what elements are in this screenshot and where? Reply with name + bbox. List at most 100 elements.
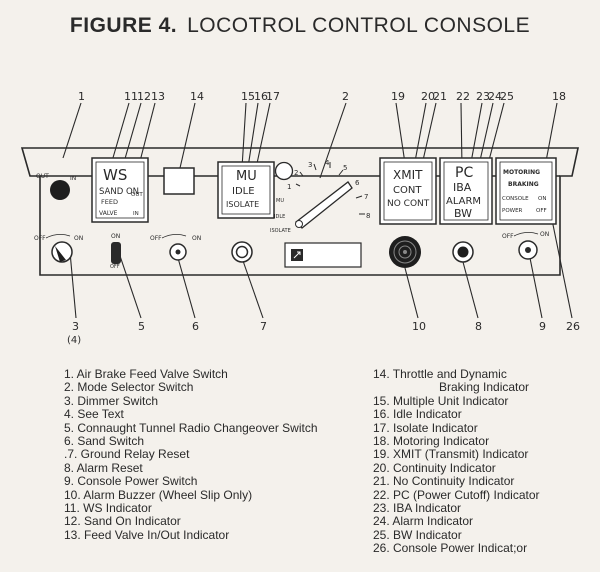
iba-indicator: IBA	[453, 181, 472, 194]
callout-15: 15	[241, 90, 255, 103]
legend-item: 6. Sand Switch	[64, 434, 145, 449]
callout-7: 7	[260, 320, 267, 333]
position-3: 3	[308, 161, 312, 169]
sand-switch[interactable]: OFF ON	[150, 234, 201, 261]
air-brake-feed-valve-switch[interactable]: OUT IN	[36, 173, 76, 200]
legend-item: 14. Throttle and Dynamic	[373, 367, 507, 381]
multiple-unit-indicator: MU	[236, 169, 257, 184]
mode-selector-switch[interactable]: 1 2 3 4 5 6 7 8 MU IDLE ISOLATE	[270, 159, 370, 234]
radio-off-label: OFF	[110, 264, 120, 270]
feed-valve-in-label: IN	[133, 211, 139, 217]
legend-left: 1. Air Brake Feed Valve Switch 2. Mode S…	[64, 367, 318, 542]
dimmer-off-label: OFF	[34, 235, 46, 242]
callout-22: 22	[456, 90, 470, 103]
pc-indicator: PC	[455, 165, 473, 181]
position-5: 5	[343, 164, 347, 172]
feed-label: FEED	[101, 198, 118, 206]
ground-relay-reset-button[interactable]	[231, 241, 253, 263]
figure-number: FIGURE 4.	[69, 14, 178, 37]
legend-item: 13. Feed Valve In/Out Indicator	[64, 527, 230, 542]
console-diagram: 1 11 12 13 14 15 16 17 2 19 20 21 22 23 …	[20, 90, 580, 346]
callout-24: 24	[488, 90, 502, 103]
power-on-label: ON	[540, 231, 549, 238]
legend-item: 10. Alarm Buzzer (Wheel Slip Only)	[64, 487, 253, 502]
legend-item: 25. BW Indicator	[373, 527, 462, 542]
isolate-indicator: ISOLATE	[226, 200, 259, 209]
selector-handle[interactable]	[295, 181, 353, 229]
legend-item: 26. Console Power Indicat;or	[373, 541, 528, 556]
no-continuity-indicator: NO CONT	[387, 199, 430, 209]
alarm-reset-button[interactable]	[452, 241, 474, 263]
callout-21: 21	[433, 90, 447, 103]
dimmer-knob[interactable]	[274, 161, 294, 181]
braking-label: BRAKING	[508, 181, 539, 188]
callout-numbers: 1 11 12 13 14 15 16 17 2 19 20 21 22 23 …	[67, 90, 580, 346]
legend-item: 4. See Text	[64, 407, 124, 422]
console-power-switch[interactable]: OFF ON	[502, 231, 549, 260]
callout-19: 19	[391, 90, 405, 103]
callout-14: 14	[190, 90, 204, 103]
mu-indicator-window: MU IDLE ISOLATE	[217, 161, 275, 219]
dimmer-switch[interactable]: OFF ON	[34, 234, 83, 263]
sand-on-label: ON	[192, 235, 201, 242]
legend-item: 24. Alarm Indicator	[373, 514, 474, 529]
legend-item: 22. PC (Power Cutoff) Indicator	[373, 487, 540, 502]
legend-item: 15. Multiple Unit Indicator	[373, 393, 509, 408]
legend-item: 1. Air Brake Feed Valve Switch	[64, 367, 228, 381]
xmit-indicator: XMIT	[393, 168, 423, 182]
alarm-buzzer	[389, 236, 421, 268]
sand-on-indicator: SAND ON	[99, 187, 139, 197]
figure-caption: LOCOTROL CONTROL CONSOLE	[187, 14, 531, 37]
legend-item: 8. Alarm Reset	[64, 460, 143, 475]
power-off-label: OFF	[502, 233, 514, 240]
callout-20: 20	[421, 90, 435, 103]
legend-item: 12. Sand On Indicator	[64, 514, 181, 529]
pc-indicator-window: PC IBA ALARM BW	[439, 157, 493, 225]
radio-changeover-switch[interactable]: ON OFF	[110, 233, 121, 270]
alarm-indicator: ALARM	[446, 196, 481, 207]
legend-item: 2. Mode Selector Switch	[64, 380, 194, 395]
callout-18: 18	[552, 90, 566, 103]
console-power-on-label: ON	[538, 196, 546, 202]
legend-item: 5. Connaught Tunnel Radio Changeover Swi…	[64, 420, 318, 435]
position-4: 4	[325, 159, 330, 167]
bw-indicator: BW	[454, 207, 472, 220]
callout-9: 9	[539, 320, 546, 333]
callout-26: 26	[566, 320, 580, 333]
callout-25: 25	[500, 90, 514, 103]
position-2: 2	[294, 169, 298, 177]
legend-item: 17. Isolate Indicator	[373, 420, 478, 435]
dimmer-on-label: ON	[74, 235, 83, 242]
callout-10: 10	[412, 320, 426, 333]
leader-lines	[62, 102, 573, 319]
callout-6: 6	[192, 320, 199, 333]
legend-item: 9. Console Power Switch	[64, 474, 198, 489]
console-power-label: CONSOLE	[502, 196, 529, 202]
radio-on-label: ON	[111, 233, 120, 240]
legend-item: 20. Continuity Indicator	[373, 460, 496, 475]
legend-item: 18. Motoring Indicator	[373, 434, 490, 449]
callout-8: 8	[475, 320, 482, 333]
legend-item: .7. Ground Relay Reset	[64, 447, 190, 462]
motoring-indicator: MOTORING	[503, 169, 540, 176]
callout-3-sub: (4)	[67, 335, 81, 346]
legend-item: 16. Idle Indicator	[373, 407, 462, 422]
callout-17: 17	[266, 90, 280, 103]
legend-right: 14. Throttle and Dynamic Braking Indicat…	[373, 367, 540, 556]
callout-1: 1	[78, 90, 85, 103]
callout-12: 12	[137, 90, 151, 103]
legend-item: 3. Dimmer Switch	[64, 393, 159, 408]
selector-isolate-label: ISOLATE	[270, 228, 291, 234]
console-power-off-label: OFF	[536, 208, 547, 214]
switch1-out-label: OUT	[36, 173, 49, 180]
position-6: 6	[355, 179, 360, 187]
callout-3: 3	[72, 320, 79, 333]
ws-indicator-window: WS SAND ON FEED VALVE OUT IN	[91, 157, 149, 223]
callout-5: 5	[138, 320, 145, 333]
xmit-indicator-window: XMIT CONT NO CONT	[379, 157, 437, 225]
power-label: POWER	[502, 208, 523, 214]
center-plate	[284, 242, 362, 268]
valve-label: VALVE	[99, 210, 118, 217]
selector-idle-label: IDLE	[274, 214, 285, 220]
feed-valve-out-label: OUT	[131, 192, 143, 198]
